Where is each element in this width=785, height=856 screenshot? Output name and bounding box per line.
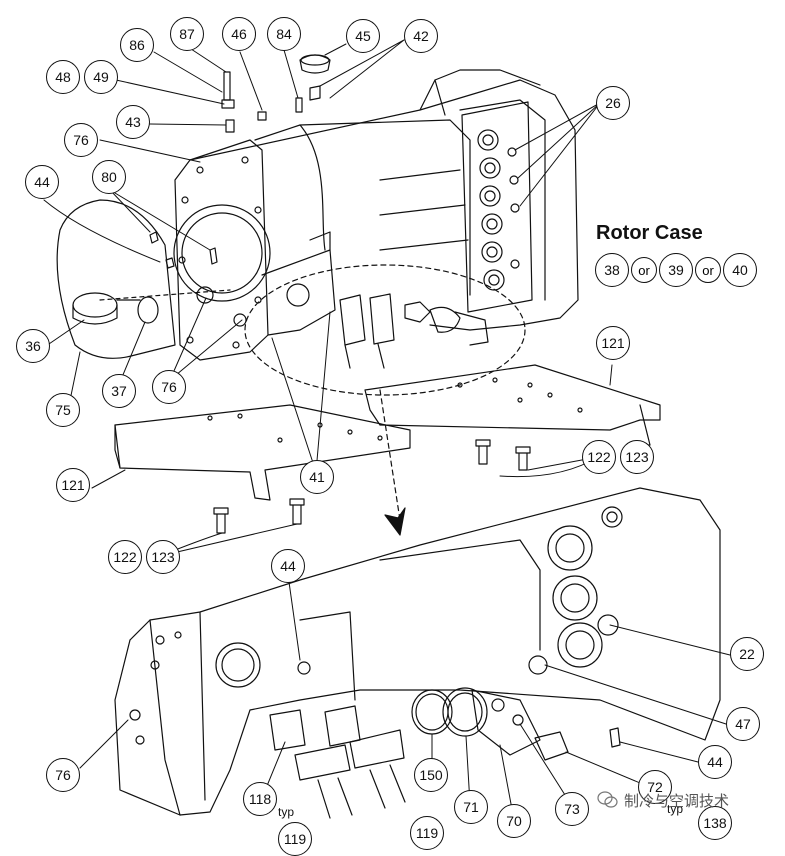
callout-138: 138	[698, 806, 732, 840]
callout-73: 73	[555, 792, 589, 826]
leader-lines	[43, 39, 731, 821]
callout-26: 26	[596, 86, 630, 120]
callout-48: 48	[46, 60, 80, 94]
callout-119-right: 119	[410, 816, 444, 850]
callout-43: 43	[116, 105, 150, 139]
typ-label-118: typ	[278, 805, 295, 819]
callout-87: 87	[170, 17, 204, 51]
callout-118: 118	[243, 782, 277, 816]
callout-119-left: 119	[278, 822, 312, 856]
callout-47: 47	[726, 707, 760, 741]
typ-label-72: typ	[667, 802, 684, 816]
watermark-text: 制冷与空调技术	[624, 793, 730, 810]
callout-44-top: 44	[25, 165, 59, 199]
mounting-bolts	[213, 439, 531, 534]
callout-46: 46	[222, 17, 256, 51]
callout-80: 80	[92, 160, 126, 194]
callout-122-right: 122	[582, 440, 616, 474]
callout-22: 22	[730, 637, 764, 671]
callout-86: 86	[120, 28, 154, 62]
callout-45: 45	[346, 19, 380, 53]
callout-41: 41	[300, 460, 334, 494]
wechat-icon	[597, 791, 618, 808]
callout-75: 75	[46, 393, 80, 427]
rotor-case-body	[56, 54, 579, 521]
callout-76-top: 76	[64, 123, 98, 157]
or-label-1: or	[631, 257, 657, 283]
callout-42: 42	[404, 19, 438, 53]
callout-39: 39	[659, 253, 693, 287]
technical-drawing	[43, 39, 731, 821]
callout-37: 37	[102, 374, 136, 408]
callout-49: 49	[84, 60, 118, 94]
callout-84: 84	[267, 17, 301, 51]
callout-70: 70	[497, 804, 531, 838]
callout-121-right: 121	[596, 326, 630, 360]
callout-71: 71	[454, 790, 488, 824]
parts-diagram: { "title": "Rotor Case", "rotor_case_opt…	[16, 17, 764, 856]
or-label-2: or	[695, 257, 721, 283]
callout-72: 72	[638, 770, 672, 804]
callout-121-left: 121	[56, 468, 90, 502]
callout-44-bottom: 44	[698, 745, 732, 779]
mounting-plates	[114, 364, 661, 501]
rotor-case-title: Rotor Case	[596, 222, 703, 244]
callout-36: 36	[16, 329, 50, 363]
callout-40: 40	[723, 253, 757, 287]
callout-123-left: 123	[146, 540, 180, 574]
callout-38: 38	[595, 253, 629, 287]
section-arrow-icon	[384, 507, 406, 536]
callout-76-bottom: 76	[46, 758, 80, 792]
callout-122-left: 122	[108, 540, 142, 574]
callout-123-right: 123	[620, 440, 654, 474]
callout-150: 150	[414, 758, 448, 792]
callout-44-detail: 44	[271, 549, 305, 583]
callout-76-mid: 76	[152, 370, 186, 404]
